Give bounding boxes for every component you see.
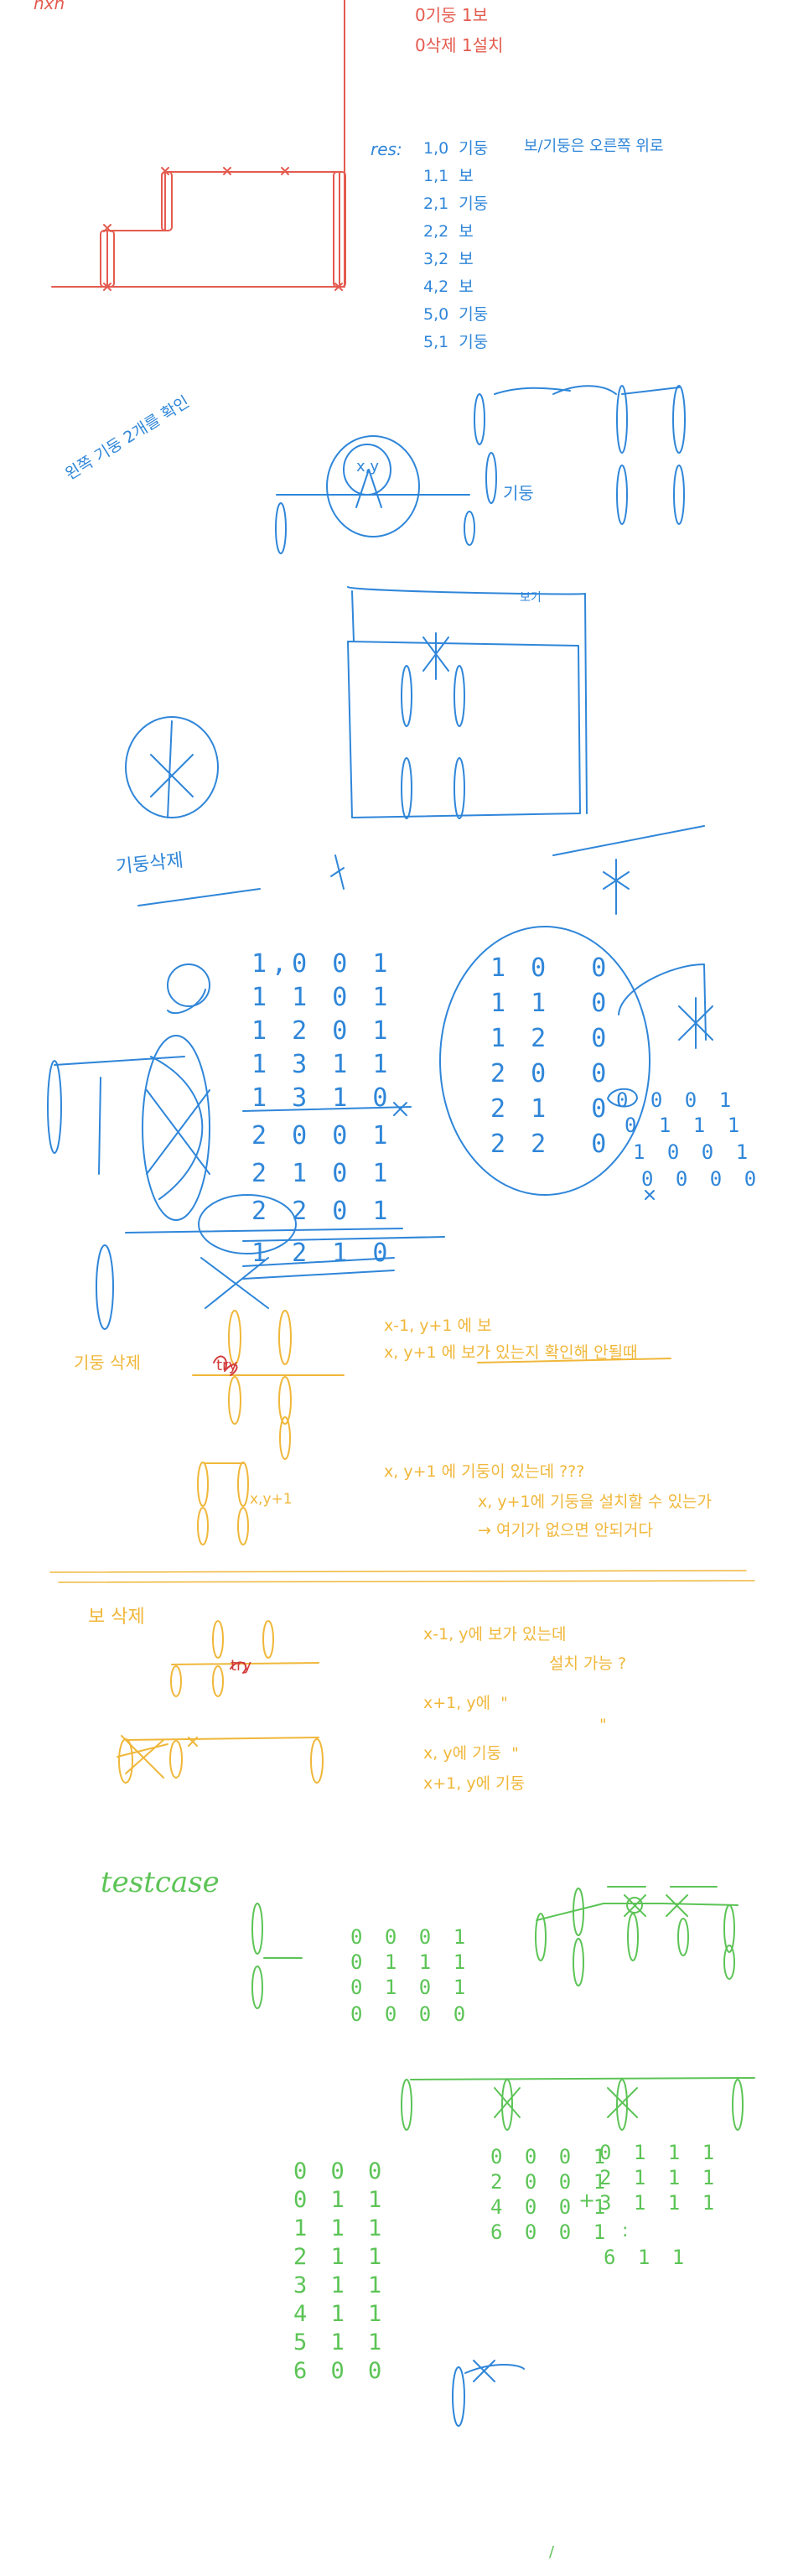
blue-box-diagram xyxy=(347,586,588,819)
list-left-row-7: 2 2 0 1 xyxy=(251,1197,393,1226)
grid4-row-4: 6 1 1 xyxy=(604,2246,690,2269)
beam-label: 보기 xyxy=(520,591,542,605)
res-row-3: 2,2 보 xyxy=(423,222,474,241)
list-left-row-2: 1 2 0 1 xyxy=(251,1016,393,1046)
blue-column-sketches xyxy=(275,385,686,554)
grid1-row-3: 0 0 0 0 xyxy=(350,2002,471,2026)
column-delete-label: 기둥 삭제 xyxy=(74,1353,141,1373)
grid3-row-0: 0 0 0 1 xyxy=(490,2145,611,2168)
list-circled-row-3: 2 0 0 xyxy=(490,1059,612,1088)
list-left-row-1: 1 1 0 1 xyxy=(251,983,393,1012)
corner-label: nxn xyxy=(34,0,65,13)
red-try-marks xyxy=(213,1355,247,1674)
list-circled-row-1: 1 1 0 xyxy=(490,989,612,1018)
orange-rule-9: " xyxy=(599,1716,607,1734)
orange-rule-1: x-1, y+1 에 보 xyxy=(384,1317,492,1335)
list-right-row-2: 1 0 0 1 xyxy=(633,1140,754,1164)
grid1-row-0: 0 0 0 1 xyxy=(350,1925,471,1949)
orange-rule-6: x-1, y에 보가 있는데 xyxy=(423,1625,567,1644)
blue-misc-marks xyxy=(125,716,705,915)
orange-rule-2: x, y+1 에 보가 있는지 확인해 안될때 xyxy=(384,1343,638,1362)
orange-separator xyxy=(49,1570,755,1583)
res-note: 보/기둥은 오른쪽 위로 xyxy=(524,138,664,155)
list-left-row-6: 2 1 0 1 xyxy=(251,1159,393,1188)
res-row-0: 1,0 기둥 xyxy=(423,139,489,158)
bottom-mark: / xyxy=(549,2543,555,2561)
grid1-row-1: 0 1 1 1 xyxy=(350,1950,471,1974)
try-label: try xyxy=(216,1357,238,1374)
list-circled-row-0: 1 0 0 xyxy=(490,953,612,983)
orange-rule-4: x, y+1에 기둥을 설치할 수 있는가 xyxy=(478,1493,713,1511)
list-right-row-0: 0 0 0 1 xyxy=(616,1088,737,1112)
grid3-row-2: 4 0 0 1 xyxy=(490,2195,611,2219)
testcase-title: testcase xyxy=(101,1866,220,1899)
grid2-row-4: 3 1 1 xyxy=(293,2272,387,2298)
orange-rule-8: x+1, y에 " xyxy=(423,1694,508,1712)
orange-column-delete-drawings xyxy=(192,1310,671,1545)
grid2-row-2: 1 1 1 xyxy=(293,2215,387,2241)
list-left-row-8: 1 2 1 0 xyxy=(251,1239,393,1268)
orange-rule-5: → 여기가 없으면 안되거다 xyxy=(478,1521,653,1540)
list-left-row-4: 1 3 1 0 xyxy=(251,1083,393,1113)
grid3-row-3: 6 0 0 1 xyxy=(490,2220,611,2244)
blue-bottom-drawing xyxy=(452,2360,525,2427)
list-circled-row-4: 2 1 0 xyxy=(490,1094,612,1124)
orange-rule-10: x, y에 기둥 " xyxy=(423,1744,519,1763)
res-row-2: 2,1 기둥 xyxy=(423,195,489,213)
plus-sign: + xyxy=(578,2189,596,2212)
res-row-5: 4,2 보 xyxy=(423,278,474,296)
grid2-row-7: 6 0 0 xyxy=(293,2358,387,2384)
beam-delete-label: 보 삭제 xyxy=(88,1607,145,1628)
grid3-row-1: 2 0 0 1 xyxy=(490,2170,611,2194)
list-left-row-0: 1,0 0 1 xyxy=(251,949,393,979)
grid2-row-1: 0 1 1 xyxy=(293,2187,387,2213)
list-left-row-5: 2 0 0 1 xyxy=(251,1121,393,1150)
orange-rule-11: x+1, y에 기둥 xyxy=(423,1774,526,1793)
blue-list-drawings xyxy=(47,926,713,1330)
rule-delete-install: 0삭제 1설치 xyxy=(415,35,504,55)
res-row-4: 3,2 보 xyxy=(423,250,474,268)
list-right-row-3: 0 0 0 0 xyxy=(641,1167,762,1191)
orange-rule-7: 설치 가능 ? xyxy=(549,1654,627,1673)
list-left-row-3: 1 3 1 1 xyxy=(251,1050,393,1079)
res-row-6: 5,0 기둥 xyxy=(423,305,489,324)
list-circled-row-5: 2 2 0 xyxy=(490,1130,612,1159)
grid2-row-0: 0 0 0 xyxy=(293,2158,387,2184)
grid1-row-2: 0 1 0 1 xyxy=(350,1976,471,1999)
grid4-row-2: 3 1 1 1 xyxy=(599,2191,720,2215)
orange-rule-3: x, y+1 에 기둥이 있는데 ??? xyxy=(384,1462,585,1481)
list-right-row-1: 0 1 1 1 xyxy=(625,1114,745,1137)
xy1-label: x,y+1 xyxy=(250,1491,293,1508)
grid2-row-3: 2 1 1 xyxy=(293,2244,387,2270)
red-staircase-diagram xyxy=(51,0,346,291)
try-label-2: try xyxy=(231,1657,252,1675)
grid2-row-5: 4 1 1 xyxy=(293,2301,387,2327)
rule-column-beam: 0기둥 1보 xyxy=(415,5,489,25)
list-circled-row-2: 1 2 0 xyxy=(490,1024,612,1053)
grid4-row-0: 0 1 1 1 xyxy=(599,2141,720,2164)
orange-beam-delete-drawings xyxy=(117,1620,324,1784)
grid2-row-6: 5 1 1 xyxy=(293,2329,387,2355)
res-row-7: 5,1 기둥 xyxy=(423,333,489,351)
res-label: res: xyxy=(371,139,402,159)
grid4-row-1: 2 1 1 1 xyxy=(599,2166,720,2189)
green-testcase-drawings xyxy=(251,1886,755,2131)
grid4-ellipsis: : xyxy=(622,2220,629,2241)
column-label: 기둥 xyxy=(503,483,534,503)
res-row-1: 1,1 보 xyxy=(423,167,474,185)
xy-label: x,y xyxy=(356,458,380,475)
